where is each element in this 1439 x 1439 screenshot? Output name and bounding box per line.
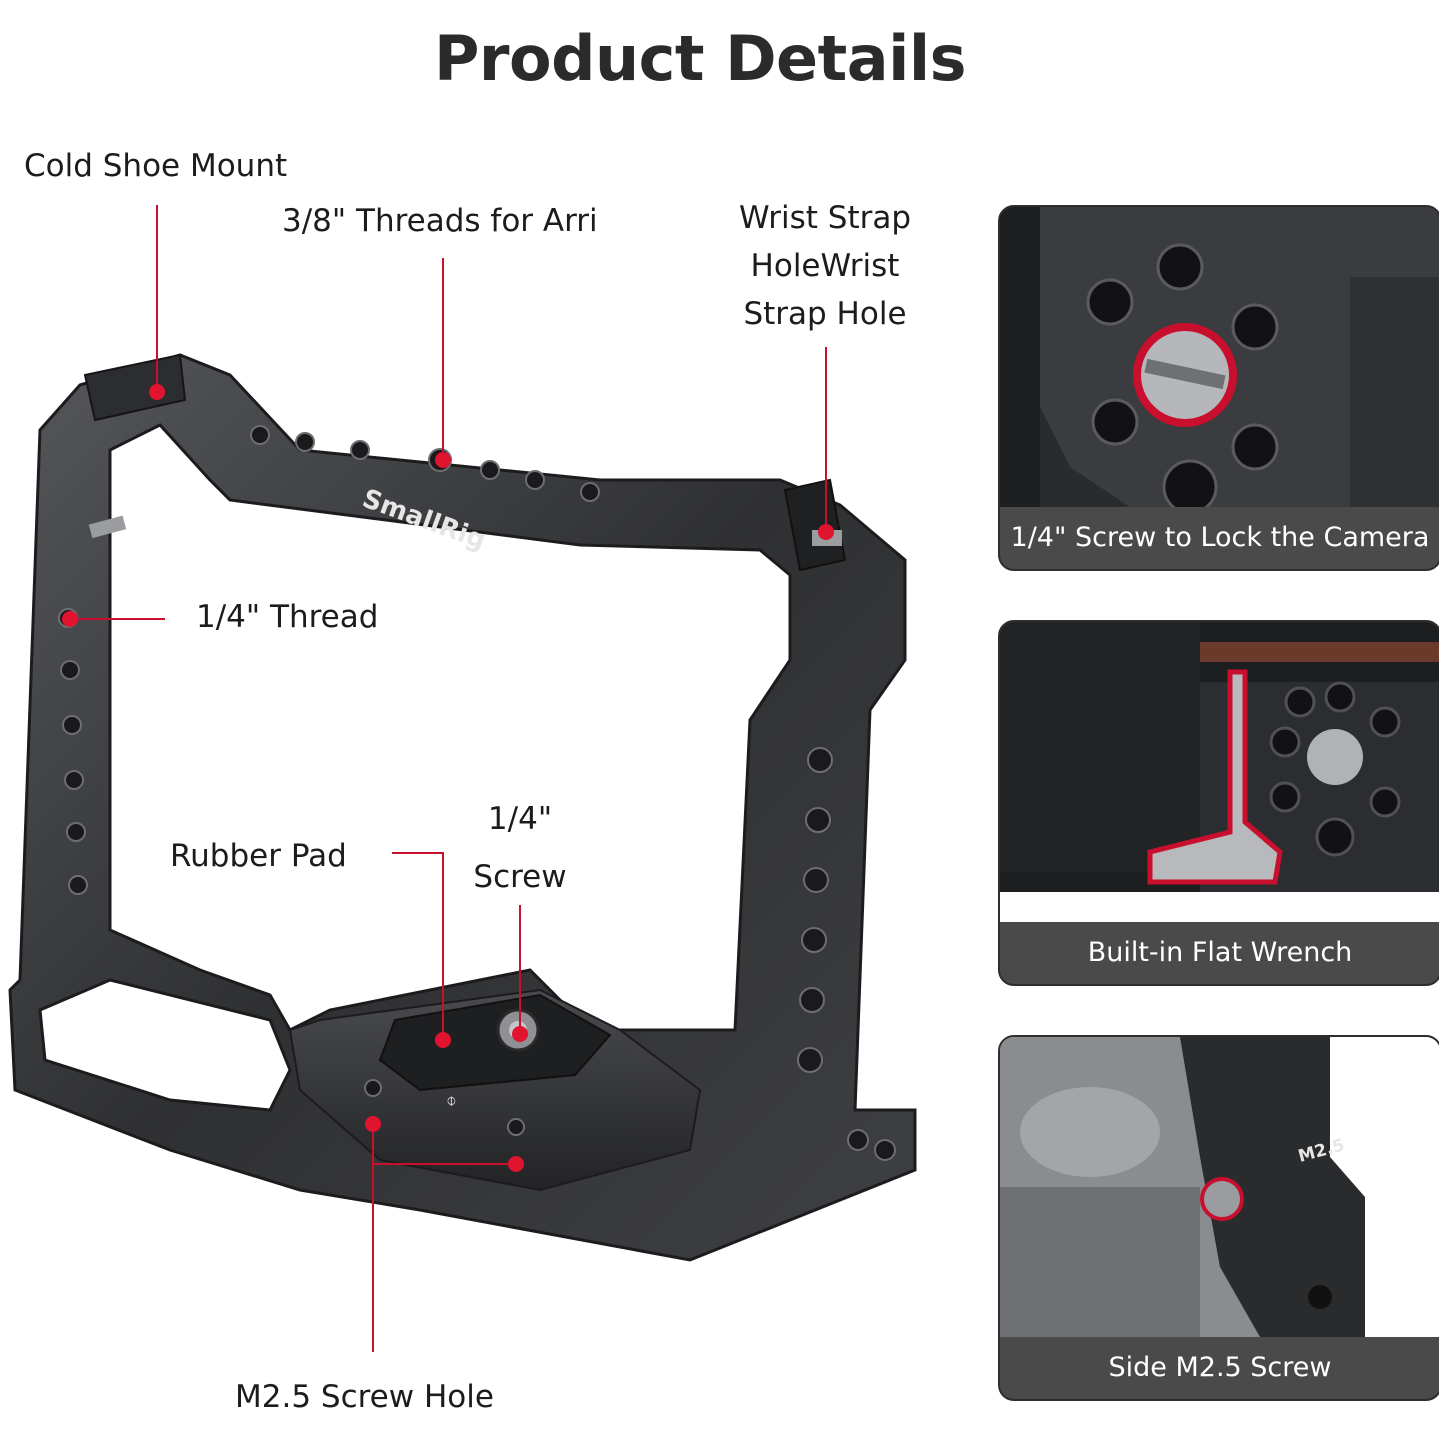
detail-panel-side-screw: M2.5 Side M2.5 Screw (998, 1035, 1439, 1401)
side-screw-photo: M2.5 (1000, 1037, 1439, 1337)
panel-caption-side-screw: Side M2.5 Screw (1000, 1337, 1439, 1399)
detail-panel-lock-screw: 1/4" Screw to Lock the Camera (998, 205, 1439, 571)
label-arri-threads: 3/8" Threads for Arri (282, 203, 598, 239)
label-rubber-pad: Rubber Pad (170, 838, 347, 874)
page-title: Product Details (433, 22, 967, 95)
label-quarter-thread: 1/4" Thread (196, 599, 379, 635)
panel-caption-flat-wrench: Built-in Flat Wrench (1000, 922, 1439, 984)
panel-caption-lock-screw: 1/4" Screw to Lock the Camera (1000, 507, 1439, 569)
label-quarter-screw: 1/4" Screw (473, 801, 567, 895)
lock-screw-photo (1000, 207, 1439, 507)
detail-panel-flat-wrench: Built-in Flat Wrench (998, 620, 1439, 986)
flat-wrench-photo (1000, 622, 1439, 922)
label-m25-screw-hole: M2.5 Screw Hole (235, 1379, 494, 1415)
label-cold-shoe-mount: Cold Shoe Mount (24, 148, 288, 184)
svg-text:⌽: ⌽ (446, 1090, 457, 1111)
label-wrist-strap-hole: Wrist Strap HoleWrist Strap Hole (738, 200, 912, 332)
